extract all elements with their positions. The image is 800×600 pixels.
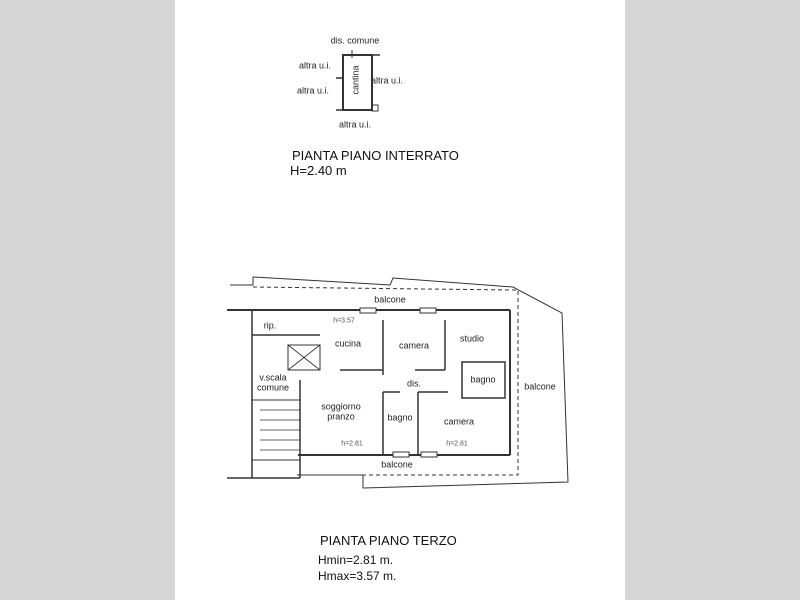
basement-title: PIANTA PIANO INTERRATO (292, 148, 459, 163)
room-cucina: cucina (334, 338, 362, 349)
third-floor-plan (227, 276, 569, 489)
room-bagno: bagno (387, 412, 413, 423)
height-mark: h=2.81 (446, 440, 468, 448)
basement-plan (336, 50, 380, 112)
label-dis-comune: dis. comune (330, 35, 380, 46)
floor-hmin: Hmin=2.81 m. (318, 553, 394, 567)
floor-title: PIANTA PIANO TERZO (320, 533, 457, 548)
room-dis: dis. (406, 378, 422, 389)
room-pranzo: pranzo (327, 411, 355, 422)
room-camera: camera (398, 340, 430, 351)
room-balcone-bottom: balcone (381, 459, 413, 470)
basement-height: H=2.40 m (290, 163, 347, 178)
room-bagno: bagno (470, 374, 496, 385)
room-vscala: v.scala (259, 372, 287, 383)
room-balcone-top: balcone (374, 294, 406, 305)
label-altra-ui: altra u.i. (298, 60, 332, 71)
label-altra-ui: altra u.i. (296, 85, 330, 96)
room-balcone-right: balcone (524, 381, 556, 392)
room-rip: rip. (263, 320, 277, 331)
balcony-outline (230, 276, 569, 489)
room-soggiorno: soggiorno (321, 401, 361, 412)
room-camera: camera (443, 416, 475, 427)
drawing-sheet (175, 0, 625, 600)
height-mark: h=2.81 (341, 440, 363, 448)
label-altra-ui: altra u.i. (338, 119, 372, 130)
label-altra-ui: altra u.i. (370, 75, 404, 86)
height-mark: h=3.57 (333, 317, 355, 325)
room-studio: studio (459, 333, 485, 344)
floor-hmax: Hmax=3.57 m. (318, 569, 397, 583)
room-comune: comune (256, 382, 290, 393)
label-cantina: cantina (350, 65, 361, 95)
